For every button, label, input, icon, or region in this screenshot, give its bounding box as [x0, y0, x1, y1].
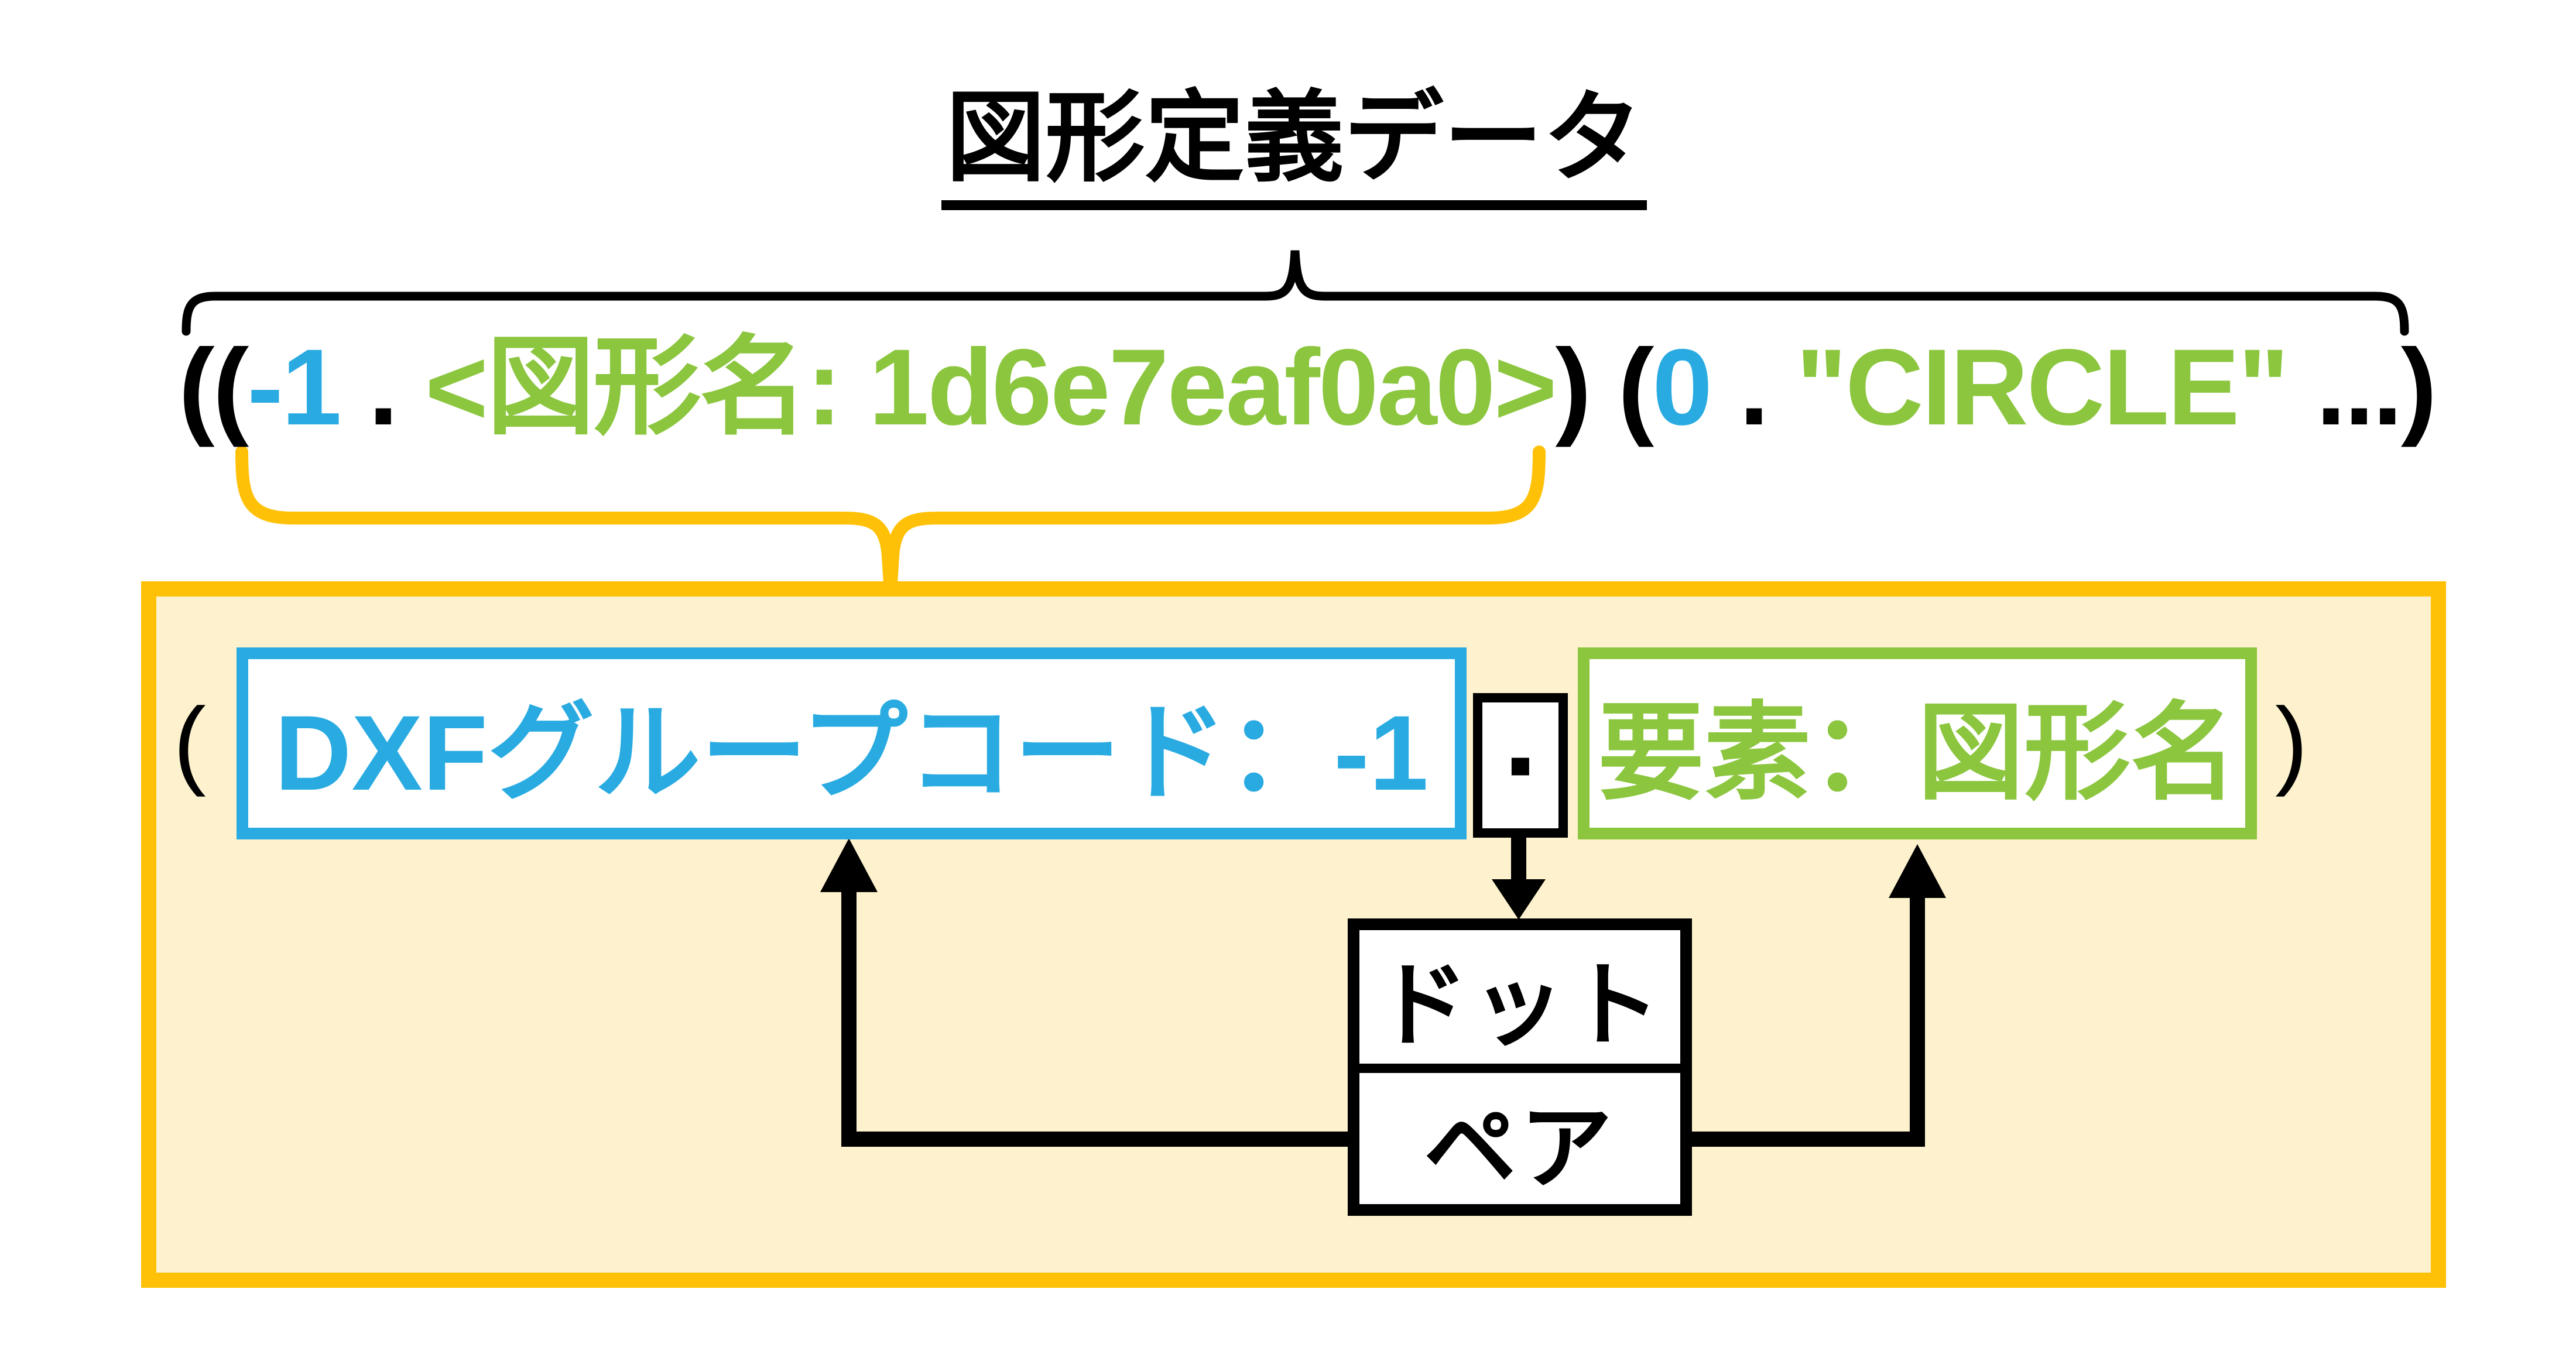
- dot-pair-bottom-label: ペア: [1424, 1097, 1616, 1200]
- code-token-group-code-0: 0: [1652, 327, 1712, 448]
- dot-pair-top-cell: ドット: [1359, 930, 1680, 1073]
- entity-data-code-line: ((-1 . <図形名: 1d6e7eaf0a0>) (0 . "CIRCLE"…: [179, 317, 2437, 458]
- top-brace: [181, 250, 2409, 336]
- arrowhead-up-right: [1889, 844, 1946, 898]
- dot-box: ■: [1473, 693, 1568, 838]
- pair-brace: [235, 445, 1546, 591]
- group-code-box: DXFグループコード：-1: [237, 647, 1467, 839]
- arrowhead-down: [1492, 879, 1546, 920]
- element-label: 要素：図形名: [1598, 693, 2237, 813]
- right-arrow-connector: [1692, 844, 1946, 1147]
- arrowhead-up-left: [820, 838, 878, 892]
- dot-pair-top-label: ドット: [1376, 954, 1664, 1057]
- code-token-group-code-1: -1: [247, 327, 341, 448]
- page-title: 図形定義データ: [941, 83, 1647, 210]
- group-code-label: DXFグループコード：-1: [275, 693, 1429, 813]
- pair-close-paren: ): [2275, 687, 2308, 797]
- code-token-entity-name: <図形名: 1d6e7eaf0a0>: [424, 327, 1557, 448]
- dot-glyph: ■: [1509, 745, 1532, 786]
- dot-pair-bottom-cell: ペア: [1359, 1073, 1680, 1207]
- code-token-dot-1: .: [340, 327, 425, 448]
- code-token-open-parens: ((: [179, 327, 249, 448]
- left-arrow-connector: [820, 838, 1348, 1147]
- code-token-circle: "CIRCLE": [1796, 327, 2289, 448]
- element-box: 要素：図形名: [1578, 647, 2257, 839]
- code-token-dot-2: .: [1711, 327, 1796, 448]
- dot-pair-box: ドット ペア: [1348, 918, 1692, 1216]
- code-token-ellipsis-close: ...): [2287, 327, 2437, 448]
- pair-open-paren: (: [173, 687, 206, 797]
- dot-arrow-connector: [1492, 837, 1546, 920]
- code-token-close-open: ) (: [1555, 327, 1654, 448]
